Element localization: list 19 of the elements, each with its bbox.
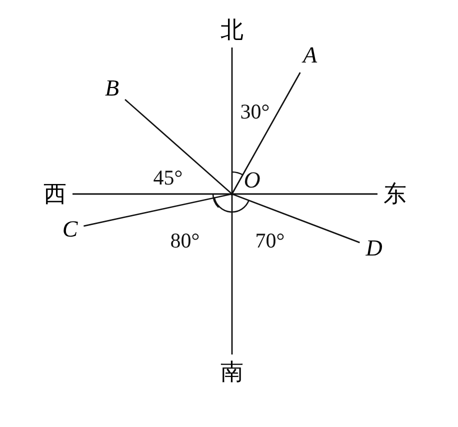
angle-label: 70°	[255, 230, 285, 252]
point-label: C	[62, 218, 78, 240]
line	[124, 98, 232, 195]
angle-label: 45°	[153, 168, 183, 188]
angle-label: 80°	[170, 230, 200, 252]
angle-label: 30°	[240, 102, 270, 122]
direction-label: 东	[384, 182, 406, 206]
line	[231, 48, 233, 354]
point-label: B	[104, 76, 120, 100]
direction-label: 西	[44, 182, 66, 206]
line	[231, 72, 301, 194]
line	[232, 193, 360, 244]
point-label: A	[302, 44, 318, 66]
direction-label: 北	[220, 18, 244, 42]
line	[72, 193, 378, 195]
direction-label: 南	[220, 360, 244, 384]
point-label: D	[366, 236, 382, 260]
point-label: O	[244, 168, 260, 192]
line	[84, 193, 232, 227]
